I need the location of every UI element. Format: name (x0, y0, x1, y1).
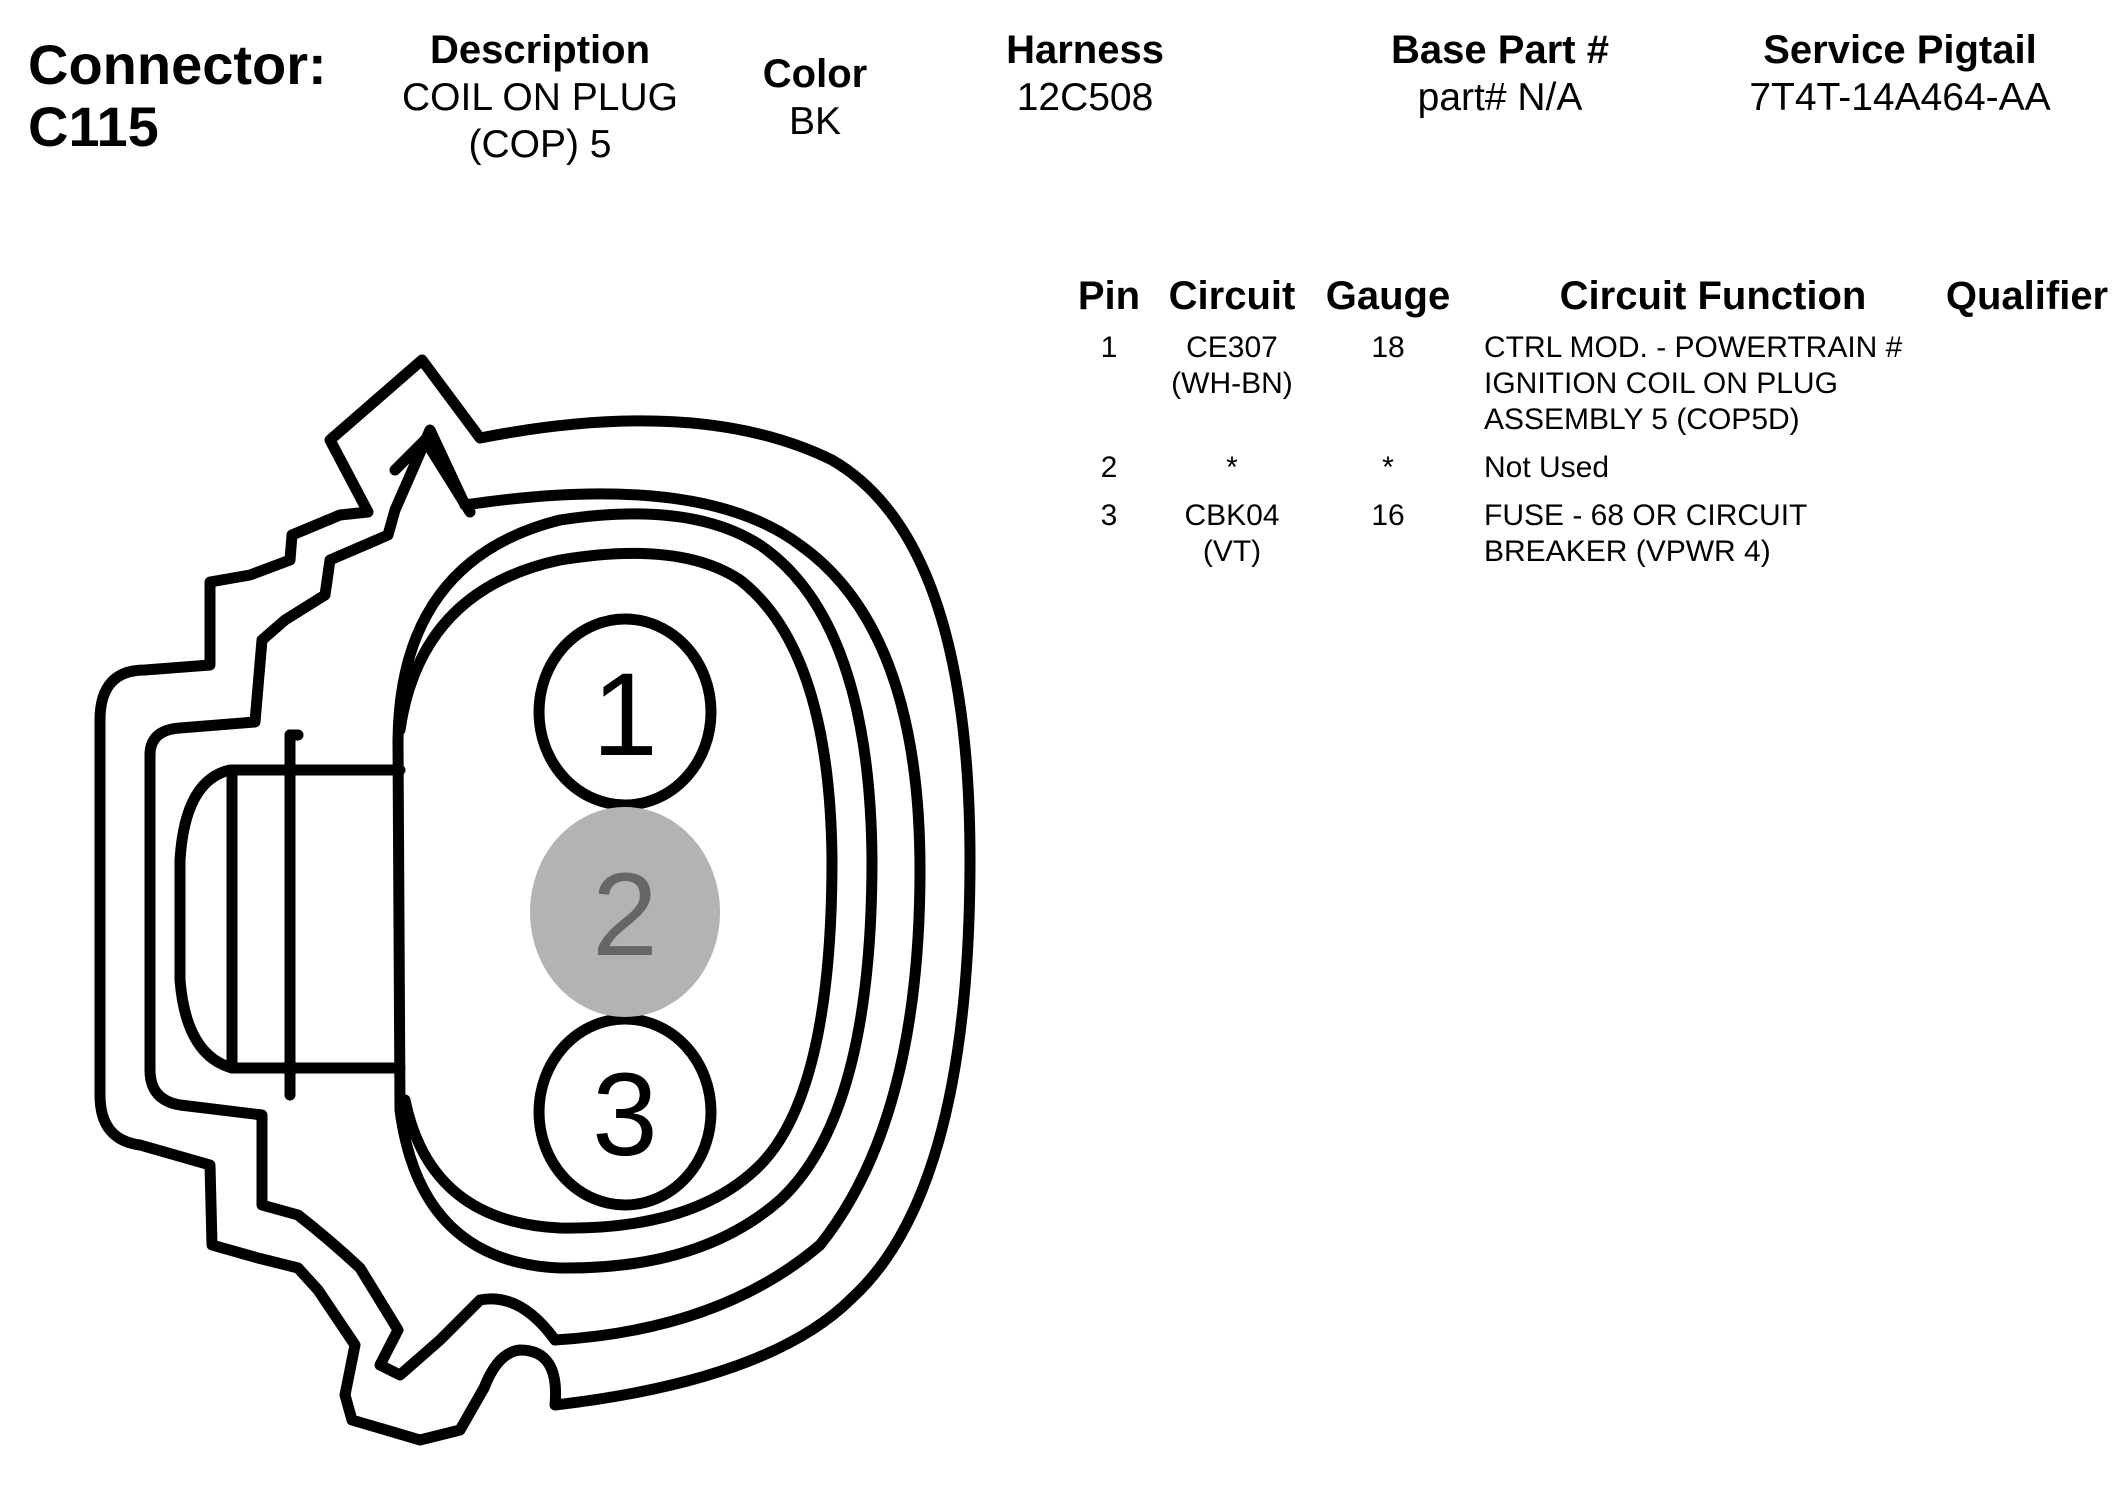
pin-cell: 1 (1100, 331, 1118, 364)
circuit-color: (WH-BN) (1171, 367, 1293, 400)
table-row: 3 CBK04 (VT) 16 FUSE - 68 OR CIRCUIT BRE… (1064, 498, 2112, 582)
function-line: CTRL MOD. - POWERTRAIN # (1484, 331, 1903, 364)
harness-label: Harness (1006, 28, 1164, 72)
pin-header: Pin (1077, 274, 1141, 318)
gauge-cell: * (1382, 451, 1394, 484)
qualifier-cell (1942, 498, 2112, 582)
pin-1-label: 1 (592, 649, 658, 781)
description-field: Description COIL ON PLUG (COP) 5 (370, 26, 710, 168)
harness-field: Harness 12C508 (960, 26, 1210, 121)
pin-table-header-row: Pin Circuit Gauge Circuit Function Quali… (1064, 272, 2112, 330)
circuit-id: CE307 (1186, 331, 1278, 364)
connector-pin-cavity-inner (394, 547, 838, 1234)
connector-side-key (174, 764, 406, 1074)
color-field: Color BK (730, 50, 900, 145)
function-cell: Not Used (1466, 450, 1942, 498)
circuit-cell: * (1154, 450, 1310, 498)
connector-title: Connector: C115 (28, 34, 327, 158)
connector-label: Connector: (28, 33, 327, 96)
pin-1: 1 (533, 613, 717, 811)
gauge-cell: 18 (1371, 331, 1405, 364)
pin-table: Pin Circuit Gauge Circuit Function Quali… (1064, 272, 2112, 582)
description-label: Description (429, 28, 651, 72)
connector-housing-inner (144, 424, 926, 1381)
qualifier-header: Qualifier (1945, 274, 2109, 318)
pin-2: 2 (530, 807, 720, 1017)
pin-cell: 2 (1100, 451, 1118, 484)
connector-id: C115 (28, 95, 159, 158)
circuit-cell: CBK04 (VT) (1154, 498, 1310, 582)
pin-3-label: 3 (592, 1049, 658, 1181)
harness-value: 12C508 (1016, 76, 1154, 119)
color-label: Color (762, 52, 868, 96)
circuit-color: (VT) (1202, 535, 1262, 568)
gauge-cell: 16 (1371, 499, 1405, 532)
circuit-function-header: Circuit Function (1559, 274, 1867, 318)
pin-cell: 3 (1100, 499, 1118, 532)
qualifier-cell (1942, 330, 2112, 450)
function-cell: CTRL MOD. - POWERTRAIN # IGNITION COIL O… (1466, 330, 1942, 450)
service-pigtail-value: 7T4T-14A464-AA (1749, 76, 2051, 119)
pin-3: 3 (533, 1013, 717, 1211)
circuit-id: CBK04 (1184, 499, 1280, 532)
connector-top-latch (389, 434, 476, 518)
base-part-value: part# N/A (1417, 76, 1583, 119)
connector-face-diagram: 1 3 2 (94, 354, 976, 1446)
function-cell: FUSE - 68 OR CIRCUIT BREAKER (VPWR 4) (1466, 498, 1942, 582)
circuit-cell: CE307 (WH-BN) (1154, 330, 1310, 450)
function-line: FUSE - 68 OR CIRCUIT (1484, 499, 1808, 532)
connector-housing-outer (94, 354, 976, 1446)
circuit-id: * (1226, 451, 1238, 484)
connector-pin-cavity-outer (392, 508, 878, 1274)
qualifier-cell (1942, 450, 2112, 498)
function-line: ASSEMBLY 5 (COP5D) (1484, 403, 1800, 436)
color-value: BK (788, 100, 842, 143)
service-pigtail-field: Service Pigtail 7T4T-14A464-AA (1720, 26, 2080, 121)
description-value-line2: (COP) 5 (468, 123, 612, 166)
base-part-label: Base Part # (1391, 28, 1609, 72)
gauge-header: Gauge (1325, 274, 1451, 318)
base-part-field: Base Part # part# N/A (1340, 26, 1660, 121)
function-line: Not Used (1484, 451, 1610, 484)
circuit-header: Circuit (1168, 274, 1296, 318)
function-line: IGNITION COIL ON PLUG (1484, 367, 1838, 400)
service-pigtail-label: Service Pigtail (1763, 28, 2037, 72)
pin-2-label: 2 (592, 849, 658, 981)
function-line: BREAKER (VPWR 4) (1484, 535, 1771, 568)
table-row: 1 CE307 (WH-BN) 18 CTRL MOD. - POWERTRAI… (1064, 330, 2112, 450)
description-value-line1: COIL ON PLUG (402, 76, 678, 119)
table-row: 2 * * Not Used (1064, 450, 2112, 498)
